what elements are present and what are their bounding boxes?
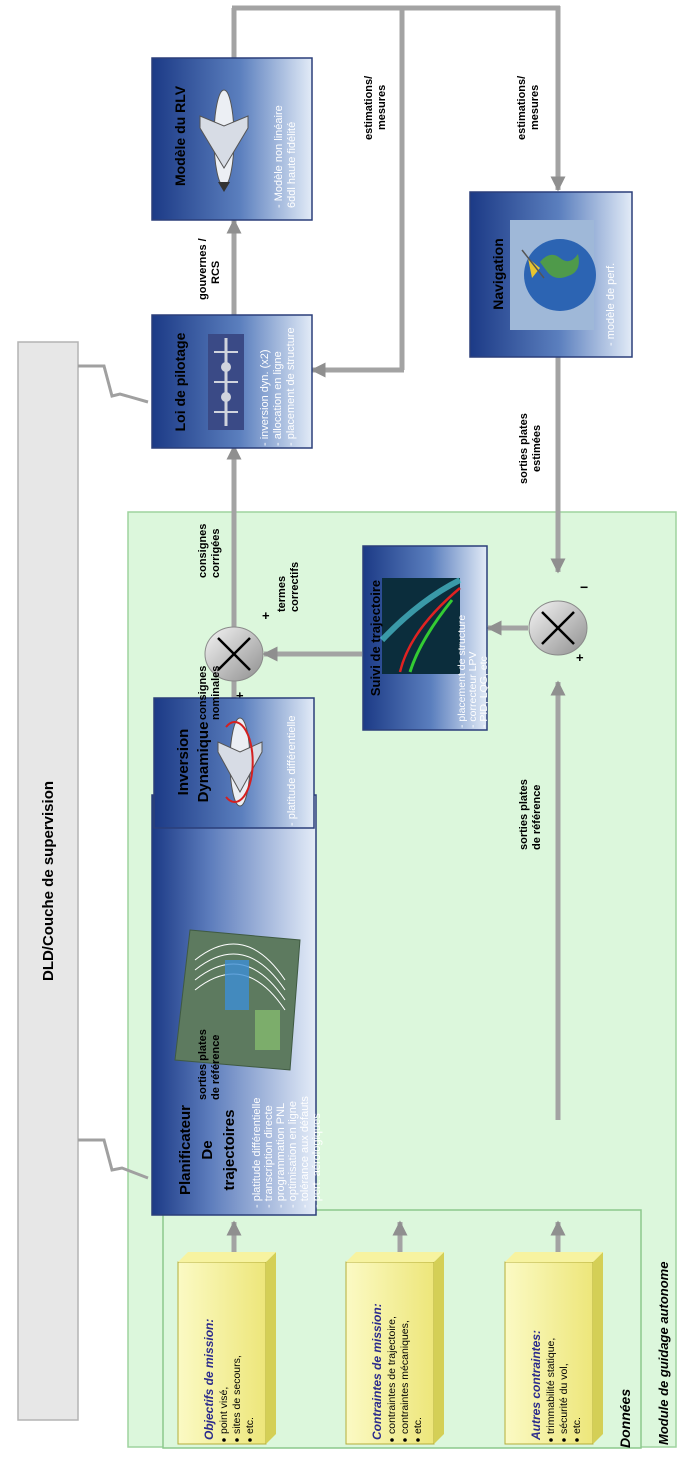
- modele-item: 6ddl haute fidélité: [286, 122, 298, 208]
- sum-node-2: [528, 600, 588, 656]
- bullet: [575, 1438, 579, 1442]
- data-box-title: Contraintes de mission:: [370, 1303, 384, 1440]
- label-gouvernes-2: RCS: [210, 261, 222, 284]
- planif-item: - optimisation en ligne: [287, 1101, 299, 1208]
- bullet: [562, 1438, 566, 1442]
- data-box-item: trimmabilité statique,: [545, 1338, 557, 1434]
- bullet: [403, 1438, 407, 1442]
- bullet: [549, 1438, 553, 1442]
- lightning-link-loi: [78, 364, 149, 404]
- label-sorties-estimees-1: sorties plates: [518, 413, 530, 484]
- bullet: [222, 1438, 226, 1442]
- loi-item: - inversion dyn. (x2): [259, 349, 271, 446]
- planif-item: - platitude différentielle: [251, 1098, 263, 1208]
- block-suivi: [362, 545, 488, 731]
- loi-item: - placement de structure: [285, 327, 297, 446]
- label-termes-correctifs-1: termes: [276, 576, 288, 612]
- data-box-title: Objectifs de mission:: [202, 1319, 216, 1440]
- data-box-title: Autres contraintes:: [529, 1330, 543, 1441]
- data-box-item: sécurité du vol,: [558, 1363, 570, 1434]
- data-box-item: contraintes mécaniques,: [399, 1320, 411, 1434]
- label-consignes-nominales-1: consignes: [197, 666, 209, 720]
- data-box-item: etc.: [571, 1417, 583, 1434]
- connectors: [226, 5, 566, 1262]
- supervision-label: DLD/Couche de supervision: [40, 781, 57, 981]
- inversion-item: - platitude différentielle: [286, 716, 298, 826]
- label-sorties-ref-bottom-2: de référence: [531, 785, 543, 850]
- label-sorties-ref-top-2: de référence: [210, 1035, 222, 1100]
- data-box-contraintes: [345, 1252, 444, 1445]
- plus-sign-1: +: [262, 608, 270, 623]
- data-box-objectifs: [177, 1252, 276, 1445]
- suivi-item: - PID, LQG, etc: [478, 656, 490, 728]
- label-estimations-1a: estimations/: [363, 76, 375, 140]
- label-consignes-nominales-2: nominales: [210, 666, 222, 720]
- inversion-title-2: Dynamique: [195, 722, 212, 803]
- data-box-item: etc.: [244, 1417, 256, 1434]
- loi-title: Loi de pilotage: [172, 332, 188, 431]
- planif-item: - programmation PNL: [275, 1103, 287, 1208]
- suivi-item: - correcteur LPV: [467, 652, 479, 728]
- suivi-title: Suivi de trajectoire: [368, 580, 383, 696]
- lightning-link-planif: [78, 1138, 149, 1180]
- loi-item: - allocation en ligne: [272, 351, 284, 446]
- bullet: [390, 1438, 394, 1442]
- inversion-title-1: Inversion: [175, 729, 192, 796]
- modele-title: Modèle du RLV: [172, 85, 188, 186]
- navigation-item: - modèle de perf.: [605, 263, 617, 346]
- planif-item: - tolérance aux défauts: [299, 1096, 311, 1208]
- planif-item: - pert. aérologiques: [311, 1113, 323, 1208]
- block-loi-pilotage: [151, 314, 313, 449]
- data-box-item: etc.: [412, 1417, 424, 1434]
- data-box-item: point visé,: [218, 1387, 230, 1434]
- supervision-bar: DLD/Couche de supervision: [17, 341, 79, 1421]
- label-sorties-ref-bottom-1: sorties plates: [518, 779, 530, 850]
- bullet: [235, 1438, 239, 1442]
- label-sorties-ref-top-1: sorties plates: [197, 1029, 209, 1100]
- shuttle-image-modele: [199, 89, 249, 192]
- suivi-item: - placement de structure: [456, 615, 468, 728]
- label-estimations-2b: mesures: [529, 85, 541, 130]
- label-estimations-2a: estimations/: [516, 76, 528, 140]
- bullet: [416, 1438, 420, 1442]
- block-planificateur: [151, 794, 317, 1216]
- planif-image: [174, 929, 301, 1071]
- data-box-item: contraintes de trajectoire,: [386, 1316, 398, 1434]
- label-sorties-estimees-2: estimées: [531, 425, 543, 472]
- navigation-title: Navigation: [490, 238, 506, 310]
- loi-image: [208, 334, 244, 430]
- planif-title-3: trajectoires: [221, 1110, 238, 1191]
- plus-sign-3: +: [576, 650, 584, 665]
- sum-node-1: [204, 626, 264, 682]
- module-label: Module de guidage autonome: [656, 1262, 671, 1445]
- navigation-image: [510, 220, 596, 330]
- modele-item: - Modèle non linéaire: [273, 105, 285, 208]
- block-inversion: [153, 697, 315, 829]
- data-box-item: sites de secours,: [231, 1355, 243, 1434]
- bullet: [248, 1438, 252, 1442]
- plus-sign-2: +: [236, 688, 244, 703]
- label-consignes-corrigees-2: corrigées: [210, 528, 222, 578]
- shuttle-image-inversion: [217, 717, 263, 807]
- label-estimations-1b: mesures: [376, 85, 388, 130]
- label-termes-correctifs-2: correctifs: [289, 562, 301, 612]
- suivi-image: [379, 577, 462, 674]
- donnees-label: Données: [617, 1389, 633, 1448]
- block-navigation: [469, 191, 633, 358]
- data-box-autres: [504, 1252, 603, 1445]
- planif-title-2: De: [199, 1140, 216, 1159]
- minus-sign: −: [580, 579, 588, 595]
- block-modele-rlv: [151, 57, 313, 221]
- planif-item: - transcription directe: [263, 1105, 275, 1208]
- label-gouvernes-1: gouvernes /: [197, 238, 209, 300]
- label-consignes-corrigees-1: consignes: [197, 524, 209, 578]
- planif-title-1: Planificateur: [177, 1105, 194, 1195]
